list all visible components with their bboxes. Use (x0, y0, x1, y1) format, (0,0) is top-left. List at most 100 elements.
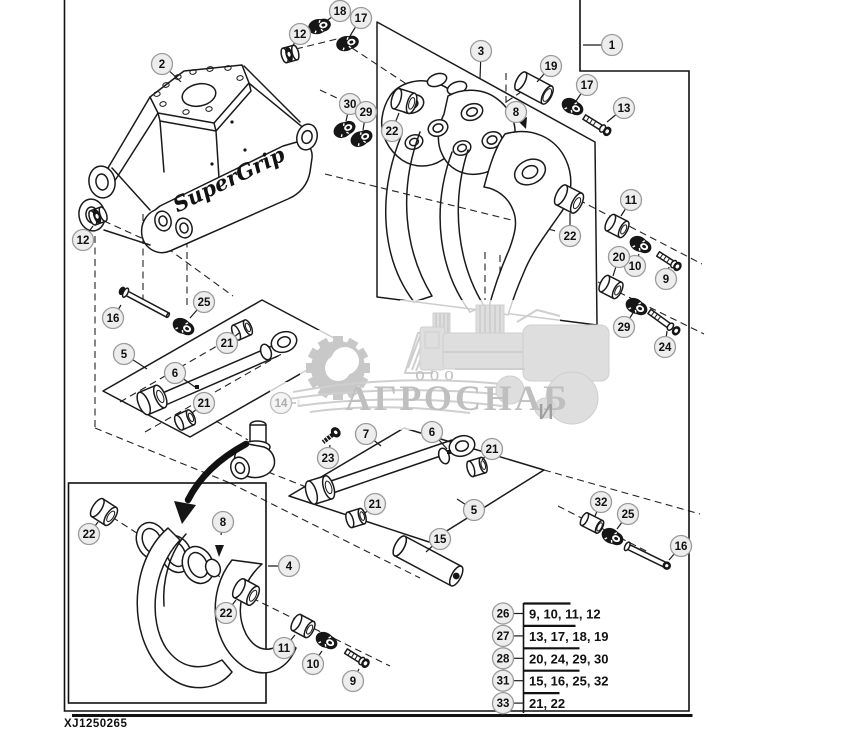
svg-text:10: 10 (307, 659, 320, 671)
svg-text:25: 25 (622, 509, 635, 521)
callout-18: 18 (324, 0, 352, 23)
callout-22: 22 (214, 599, 238, 625)
callout-5: 5 (456, 498, 486, 522)
callout-6: 6 (163, 361, 196, 388)
svg-text:9: 9 (663, 274, 669, 286)
callout-balloons: 1231817121917138302922121122109202924162… (71, 0, 693, 693)
svg-text:8: 8 (220, 517, 227, 529)
locknut (315, 631, 338, 650)
svg-text:26: 26 (497, 609, 510, 621)
callout-8: 8 (504, 100, 528, 124)
claw-arm-right (483, 130, 572, 316)
svg-text:19: 19 (545, 61, 558, 73)
bushing-21 (466, 456, 488, 478)
callout-16: 16 (668, 534, 693, 561)
svg-text:13, 17, 18, 19: 13, 17, 18, 19 (529, 629, 609, 644)
bracket-bolt-holes (153, 65, 244, 115)
watermark-name: АГРОСНАБ (345, 378, 567, 418)
part-grapple-claw-box (67, 482, 297, 704)
svg-text:11: 11 (278, 643, 291, 655)
svg-text:32: 32 (595, 497, 608, 509)
locknut (561, 97, 584, 116)
arrow-8-box (215, 545, 224, 557)
roller (88, 206, 108, 226)
svg-text:21: 21 (198, 398, 211, 410)
svg-text:5: 5 (471, 505, 478, 517)
svg-text:20, 24, 29, 30: 20, 24, 29, 30 (529, 651, 609, 666)
svg-text:22: 22 (386, 126, 399, 138)
svg-text:30: 30 (344, 99, 357, 111)
bolt (343, 648, 370, 669)
svg-text:25: 25 (198, 297, 211, 309)
svg-text:21: 21 (369, 499, 382, 511)
tractor-icon (403, 304, 610, 425)
svg-text:12: 12 (294, 29, 307, 41)
callout-32: 32 (589, 490, 613, 517)
svg-text:7: 7 (363, 429, 369, 441)
svg-text:9: 9 (350, 676, 356, 688)
svg-text:1: 1 (609, 40, 616, 52)
locknut (333, 120, 356, 138)
svg-text:11: 11 (625, 195, 638, 207)
locknut (172, 317, 195, 336)
bushing-22 (89, 497, 119, 527)
callout-25: 25 (189, 290, 216, 319)
callout-16: 16 (101, 304, 125, 330)
bushing-22 (553, 184, 585, 214)
svg-text:4: 4 (286, 561, 293, 573)
svg-text:17: 17 (581, 80, 594, 92)
bracket-side-plate (140, 140, 313, 254)
callout-21: 21 (215, 331, 240, 355)
svg-text:17: 17 (355, 13, 368, 25)
callout-29: 29 (612, 312, 636, 339)
svg-text:12: 12 (77, 235, 90, 247)
callout-22: 22 (558, 213, 582, 248)
svg-text:10: 10 (629, 261, 642, 273)
pin (623, 541, 671, 570)
locknut (601, 527, 624, 546)
roller (280, 44, 300, 64)
callout-21: 21 (191, 391, 216, 415)
legend-row-27: 27 13, 17, 18, 19 (491, 624, 609, 648)
hardware-parts (88, 18, 682, 669)
callout-7: 7 (354, 422, 382, 447)
detail-box-4 (67, 482, 267, 704)
svg-text:22: 22 (83, 529, 96, 541)
big-curved-arrow (184, 440, 250, 504)
callout-22: 22 (77, 521, 101, 546)
callout-22: 22 (380, 112, 404, 143)
svg-text:20: 20 (613, 252, 626, 264)
svg-text:27: 27 (497, 631, 510, 643)
svg-text:6: 6 (429, 427, 435, 439)
svg-text:29: 29 (618, 322, 631, 334)
svg-text:14: 14 (275, 398, 288, 410)
svg-text:21: 21 (221, 338, 234, 350)
callout-23: 23 (316, 444, 340, 470)
callout-19: 19 (536, 54, 563, 83)
svg-text:3: 3 (478, 46, 484, 58)
callout-1: 1 (583, 33, 624, 57)
svg-text:29: 29 (360, 107, 373, 119)
callout-8: 8 (211, 510, 235, 536)
callout-3: 3 (469, 39, 493, 80)
bolt (647, 308, 681, 336)
callout-6: 6 (420, 420, 448, 450)
locknut (629, 235, 652, 254)
spacer-19 (514, 71, 554, 105)
callout-20: 20 (607, 245, 631, 277)
panel-lower-link (288, 427, 545, 543)
svg-text:16: 16 (675, 541, 688, 553)
svg-text:2: 2 (159, 59, 165, 71)
watermark-suffix: и (538, 394, 554, 426)
claw-arm-middle (439, 151, 471, 313)
callout-25: 25 (616, 502, 640, 530)
callout-4: 4 (268, 554, 301, 578)
watermark: ооо АГРОСНАБ и (270, 300, 610, 430)
svg-text:33: 33 (497, 698, 510, 710)
callout-17: 17 (349, 6, 373, 37)
